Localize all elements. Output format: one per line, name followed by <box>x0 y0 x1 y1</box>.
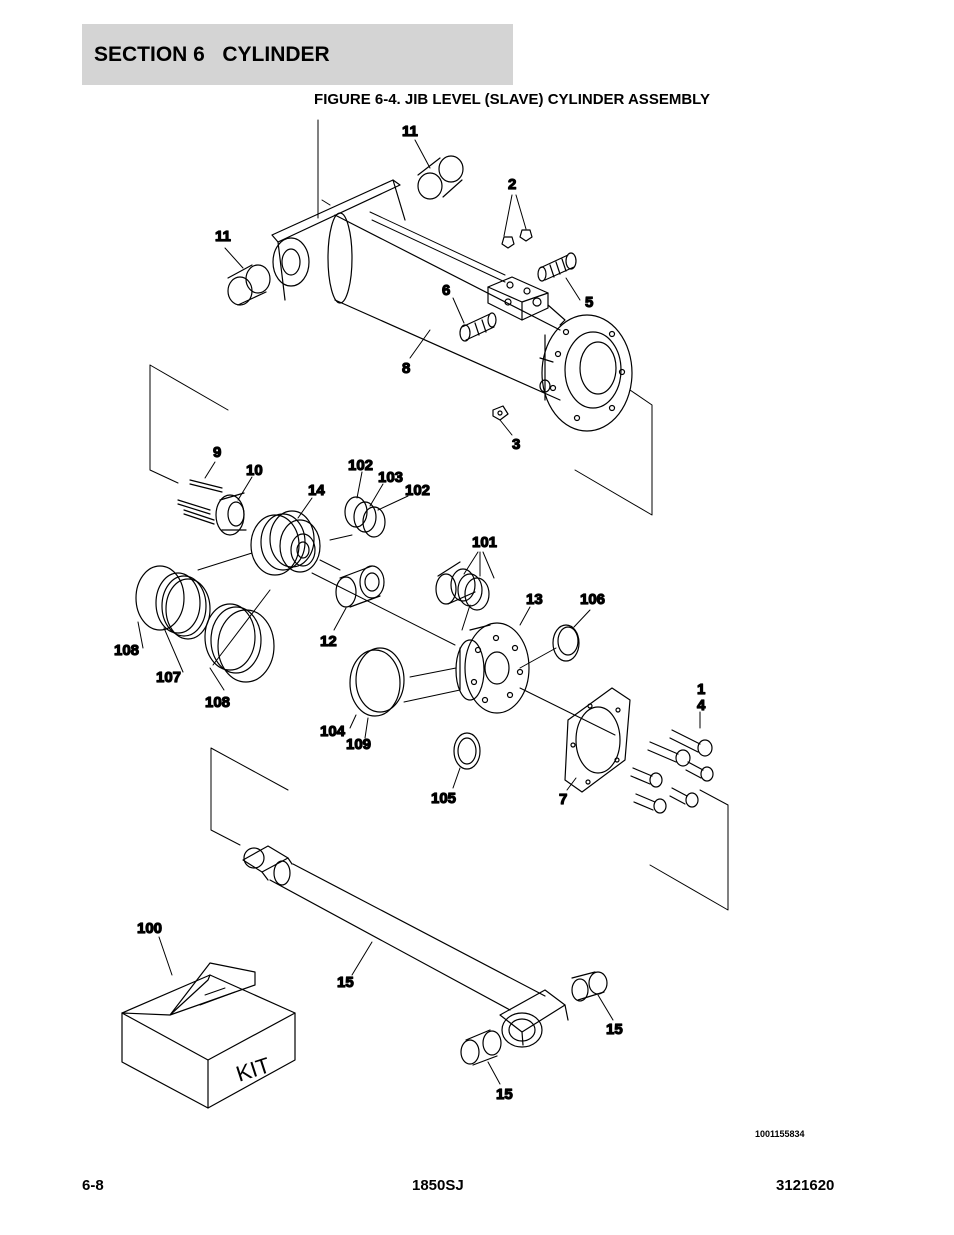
callout-13: 13 <box>526 591 543 608</box>
bushing-15-lower <box>460 1029 502 1066</box>
callout-15-rod: 15 <box>337 974 354 991</box>
footer-model: 1850SJ <box>412 1177 464 1194</box>
callout-11-lower: 11 <box>215 228 231 245</box>
callout-5: 5 <box>585 294 593 311</box>
callout-102-upper: 102 <box>348 457 373 474</box>
callout-10: 10 <box>246 462 263 479</box>
callout-107: 107 <box>156 669 181 686</box>
capscrews-1 <box>630 729 714 814</box>
callout-9: 9 <box>213 444 221 461</box>
seal-105 <box>453 732 481 770</box>
callout-labels: 11 11 2 6 5 8 3 9 10 14 102 103 102 101 … <box>113 122 706 1103</box>
callout-12: 12 <box>320 633 337 650</box>
fitting-6 <box>459 312 497 342</box>
kit-box-100 <box>121 962 296 1109</box>
callout-14: 14 <box>308 482 325 499</box>
seal-104-109 <box>349 647 405 717</box>
plugs-2 <box>501 229 533 249</box>
valve-block <box>487 276 566 326</box>
spacer-12 <box>335 565 385 608</box>
drawing-number: 1001155834 <box>755 1129 805 1139</box>
callout-7: 7 <box>559 791 567 808</box>
callout-109: 109 <box>346 736 371 753</box>
callout-6: 6 <box>442 282 450 299</box>
screws-9 <box>177 479 223 525</box>
callout-105: 105 <box>431 790 456 807</box>
section-title: SECTION 6 CYLINDER <box>94 42 330 66</box>
callout-4: 4 <box>697 697 706 714</box>
callout-108-left: 108 <box>114 642 139 659</box>
backup-ring-106 <box>552 624 580 662</box>
callout-100: 100 <box>137 920 162 937</box>
callout-15-right: 15 <box>606 1021 623 1038</box>
piston-14 <box>250 510 321 576</box>
callout-2: 2 <box>508 176 516 193</box>
callout-106: 106 <box>580 591 605 608</box>
flange-7 <box>564 687 631 793</box>
callout-102-lower: 102 <box>405 482 430 499</box>
callout-8: 8 <box>402 360 410 377</box>
callout-3: 3 <box>512 436 520 453</box>
spacer-10 <box>215 492 247 536</box>
callout-104: 104 <box>320 723 346 740</box>
leader-lines <box>137 139 701 1085</box>
callout-103: 103 <box>378 469 403 486</box>
callout-1: 1 <box>697 681 705 698</box>
kit-box-label: KIT <box>233 1052 273 1086</box>
seal-rings-102-103 <box>344 496 386 538</box>
cylinder-barrel <box>271 119 633 432</box>
figure-title: FIGURE 6-4. JIB LEVEL (SLAVE) CYLINDER A… <box>314 91 710 108</box>
section-banner: SECTION 6 CYLINDER <box>82 24 513 85</box>
footer-doc-number: 3121620 <box>776 1177 835 1194</box>
bushing-11-lower <box>227 264 271 306</box>
cylinder-head-13 <box>455 622 530 714</box>
bushing-15-right <box>571 971 608 1002</box>
callout-15-lower: 15 <box>496 1086 513 1103</box>
wiper-seals-101 <box>435 561 490 611</box>
plug-3 <box>492 405 509 421</box>
fitting-5 <box>537 252 577 282</box>
rod-15 <box>210 747 729 1048</box>
footer-page-number: 6-8 <box>82 1177 104 1194</box>
callout-101: 101 <box>472 534 497 551</box>
callout-11-upper: 11 <box>402 123 418 140</box>
wear-rings-107-108 <box>135 565 275 683</box>
bushing-11-upper <box>417 155 464 200</box>
callout-108-right: 108 <box>205 694 230 711</box>
